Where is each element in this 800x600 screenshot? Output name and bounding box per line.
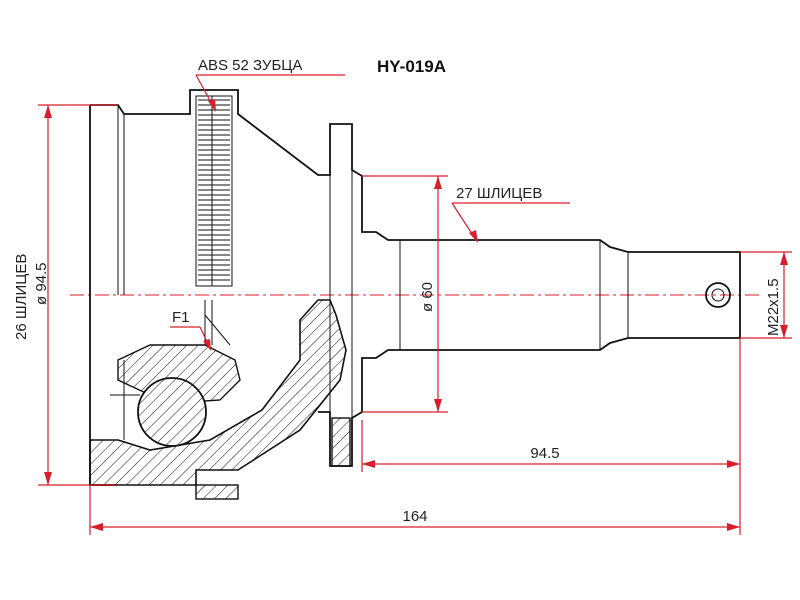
outer-splines-leader — [451, 202, 570, 243]
cotter-pin-hole — [705, 282, 731, 308]
inner-splines-label: 26 ШЛИЦЕВ — [13, 254, 30, 340]
total-length-label: 164 — [402, 508, 427, 525]
dim-thread — [740, 251, 792, 339]
f1-label: F1 — [172, 309, 190, 326]
abs-ring-teeth — [198, 99, 230, 281]
dim-shaft-diameter — [362, 175, 448, 413]
f1-leader — [170, 326, 211, 351]
sectioned-housing — [89, 299, 351, 500]
thread-label: M22x1.5 — [765, 278, 782, 336]
outer-splines-label: 27 ШЛИЦЕВ — [456, 185, 542, 202]
dim-inner-diameter — [38, 104, 118, 486]
shaft-diameter-label: ø 60 — [419, 282, 436, 312]
dim-total-length — [89, 472, 741, 535]
bearing-ball — [138, 378, 206, 446]
stub-shaft — [318, 170, 741, 467]
abs-label: ABS 52 ЗУБЦА — [198, 57, 302, 74]
dim-shaft-length — [361, 338, 741, 472]
abs-leader — [195, 74, 345, 112]
part-number: HY-019A — [377, 57, 446, 76]
shaft-length-label: 94.5 — [530, 445, 559, 462]
inner-diameter-label: ø 94.5 — [33, 262, 50, 305]
